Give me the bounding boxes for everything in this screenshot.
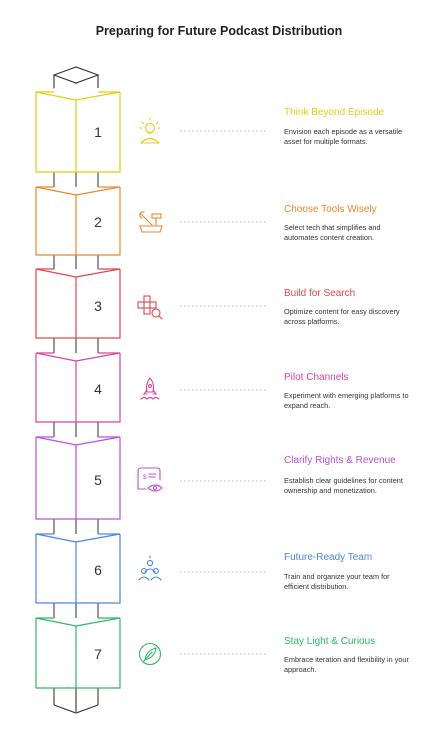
tools-icon [139,211,163,233]
contract-eye-icon: $ [137,467,163,492]
step-3-description: Optimize content for easy discovery acro… [284,307,400,326]
step-6-description: Train and organize your team for efficie… [284,572,390,591]
diagram-title: Preparing for Future Podcast Distributio… [95,24,343,38]
step-1-box [35,84,121,173]
step-7-number: 7 [94,646,102,662]
step-7-box [35,617,121,689]
step-3-title: Build for Search [284,288,356,299]
step-6-title: Future-Ready Team [284,552,373,563]
step-5-box [35,436,121,520]
step-1-title: Think Beyond Episode [284,107,385,118]
leader-lines [180,130,268,655]
step-5-number: 5 [94,472,102,488]
team-icon [138,555,162,581]
step-6-box [35,533,121,604]
step-3-box [35,268,121,339]
step-5-description: Establish clear guidelines for content o… [284,476,403,495]
rocket-icon [140,377,160,400]
step-4-description: Experiment with emerging platforms to ex… [284,391,409,410]
step-4-number: 4 [94,381,102,397]
step-2-title: Choose Tools Wisely [284,204,377,215]
step-5-title: Clarify Rights & Revenue [284,455,396,466]
feather-icon [138,642,162,666]
step-3-number: 3 [94,298,102,314]
step-2-number: 2 [94,214,102,230]
step-4-title: Pilot Channels [284,372,349,383]
step-6-number: 6 [94,562,102,578]
step-1-description: Envision each episode as a versatile ass… [284,127,403,146]
step-4-box [35,352,121,423]
step-2-description: Select tech that simplifies and automate… [284,223,381,242]
stack-connectors [53,172,99,618]
stack-bottom-leg [53,688,99,714]
lightbulb-person-icon [139,117,161,144]
svg-text:$: $ [143,474,147,481]
search-grid-icon [137,295,163,320]
step-7-description: Embrace iteration and flexibility in you… [284,655,409,674]
step-2-box [35,186,121,256]
step-1-number: 1 [94,124,102,140]
step-7-title: Stay Light & Curious [284,636,376,647]
